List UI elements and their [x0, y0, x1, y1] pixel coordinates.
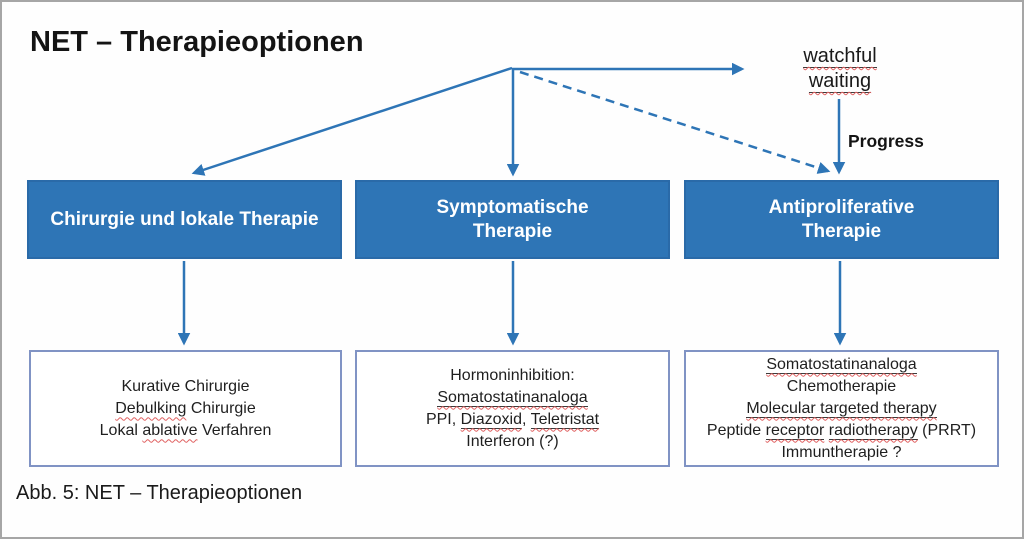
- text-line: Debulking Chirurgie: [115, 399, 256, 417]
- text-line: Lokal ablative Verfahren: [99, 421, 272, 439]
- text-line: watchful: [803, 45, 877, 68]
- text-line: Somatostatinanaloga: [766, 355, 917, 374]
- text-line: Hormoninhibition:: [450, 366, 575, 384]
- text-line: waiting: [808, 70, 872, 93]
- arrow-to-surgery-icon: [191, 66, 513, 176]
- text-line: Kurative Chirurgie: [121, 377, 250, 395]
- text-line: Chemotherapie: [786, 377, 897, 395]
- text-line: Antiproliferative: [768, 196, 915, 218]
- text-line: Therapie: [801, 220, 882, 242]
- header-box-chirurgie: Chirurgie und lokale Therapie: [27, 180, 342, 259]
- text-line: Peptide receptor radiotherapy (PRRT): [706, 421, 977, 440]
- figure-caption: Abb. 5: NET – Therapieoptionen: [16, 482, 303, 504]
- text-line: PPI, Diazoxid, Teletristat: [425, 410, 600, 429]
- diagram-title: NET – Therapieoptionen: [30, 26, 364, 58]
- text-line: Immuntherapie ?: [781, 443, 902, 461]
- progress-label: Progress: [848, 131, 924, 151]
- text-line: Interferon (?): [466, 432, 559, 450]
- text-line: Therapie: [472, 220, 553, 242]
- text-line: Somatostatinanaloga: [437, 388, 588, 407]
- text-line: Chirurgie und lokale Therapie: [50, 208, 319, 230]
- text-line: Molecular targeted therapy: [746, 399, 937, 418]
- text-line: Symptomatische: [436, 196, 589, 218]
